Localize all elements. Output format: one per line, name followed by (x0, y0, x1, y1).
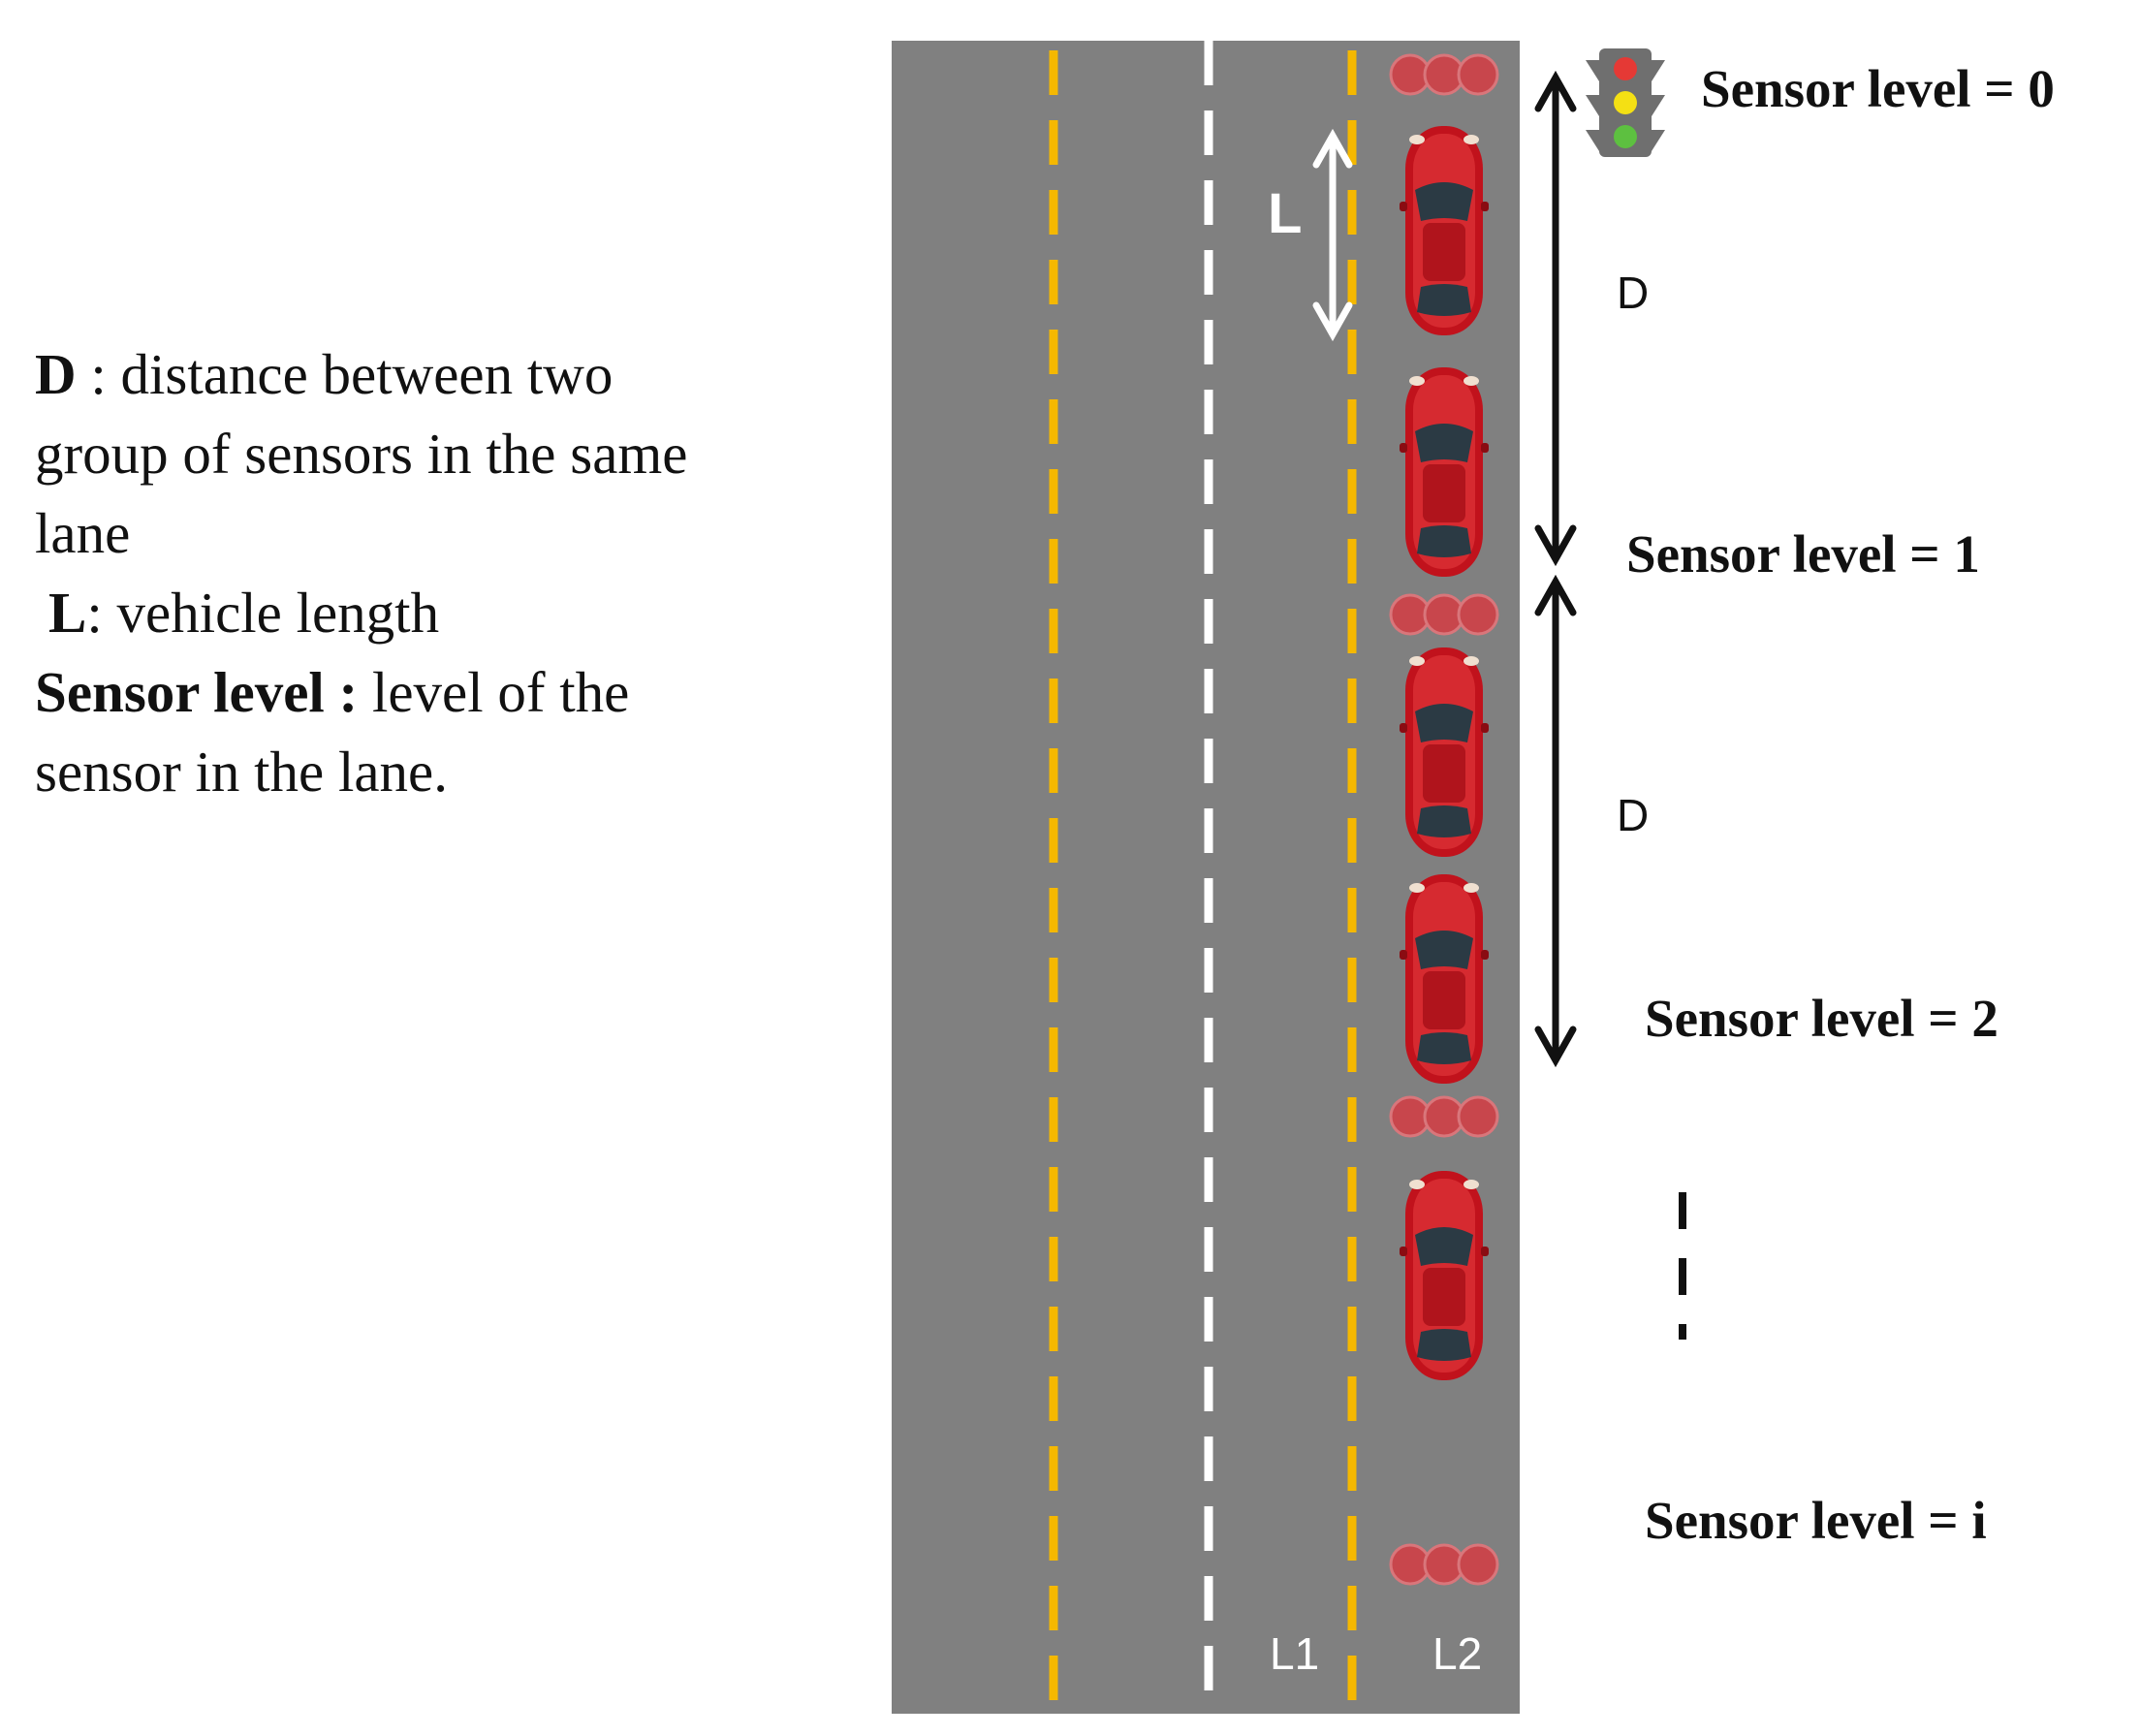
traffic-light-icon (1586, 48, 1665, 157)
distance-label-1: D (1617, 268, 1649, 318)
sensor-group-icon (1389, 1095, 1499, 1138)
sensor-level-1-label: Sensor level = 1 (1626, 524, 1980, 584)
sensor-group-icon (1389, 53, 1499, 96)
car-icon (1400, 874, 1489, 1084)
distance-label-2: D (1617, 790, 1649, 840)
legend-d-term: D (35, 342, 77, 406)
legend-s-line-1: Sensor level : level of the (35, 652, 868, 732)
sensor-level-0-label: Sensor level = 0 (1701, 59, 2055, 118)
legend-d-line-1: D : distance between two (35, 334, 868, 414)
lane-label-l1: L1 (1270, 1628, 1319, 1679)
distance-arrow-1 (1534, 70, 1577, 567)
legend-s-def-2: sensor in the lane. (35, 740, 448, 804)
sensor-group-icon (1389, 593, 1499, 636)
distance-arrow-2 (1534, 574, 1577, 1068)
legend-l-def: : vehicle length (86, 581, 440, 645)
legend-s-term: Sensor level : (35, 660, 359, 724)
vehicle-length-label: L (1268, 182, 1302, 245)
car-icon (1400, 126, 1489, 335)
continuation-marks (1679, 1192, 1686, 1340)
car-icon (1400, 367, 1489, 577)
car-icon (1400, 1171, 1489, 1380)
sensor-level-i-label: Sensor level = i (1645, 1491, 1987, 1550)
legend-d-def-1: : distance between two (76, 342, 614, 406)
legend-l-term: L (48, 581, 87, 645)
car-icon (1400, 647, 1489, 857)
legend-l-line: L: vehicle length (35, 573, 868, 652)
legend-s-def-1: level of the (358, 660, 630, 724)
sensor-group-icon (1389, 1543, 1499, 1586)
vehicle-length-arrow (1312, 128, 1353, 342)
legend-d-def-2: group of sensors in the same (35, 422, 688, 486)
lane-label-l2: L2 (1432, 1628, 1482, 1679)
sensor-level-2-label: Sensor level = 2 (1645, 989, 1998, 1048)
legend: D : distance between two group of sensor… (35, 334, 868, 811)
legend-d-def-3: lane (35, 501, 131, 565)
